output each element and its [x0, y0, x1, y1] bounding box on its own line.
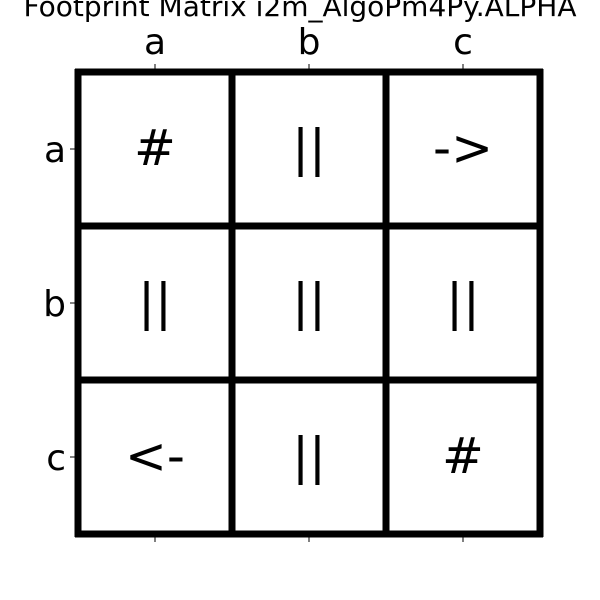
- column-label: b: [298, 22, 321, 63]
- matrix-cell: #: [134, 119, 176, 177]
- row-label: b: [43, 284, 66, 325]
- matrix-cell: ||: [446, 273, 480, 331]
- column-label: c: [453, 22, 473, 63]
- matrix-cell: ->: [433, 119, 493, 177]
- column-label: a: [144, 22, 166, 63]
- matrix-grid: # || -> || || || <- || # a b c a b c: [43, 22, 544, 542]
- matrix-cell: ||: [292, 119, 326, 177]
- matrix-title: Footprint Matrix i2m_AlgoPm4Py.ALPHA: [24, 0, 577, 23]
- matrix-cell: ||: [292, 427, 326, 485]
- matrix-cell: ||: [138, 273, 172, 331]
- row-label: c: [46, 438, 66, 479]
- matrix-cell: #: [442, 427, 484, 485]
- matrix-cell: ||: [292, 273, 326, 331]
- row-label: a: [44, 130, 66, 171]
- matrix-cell: <-: [125, 427, 185, 485]
